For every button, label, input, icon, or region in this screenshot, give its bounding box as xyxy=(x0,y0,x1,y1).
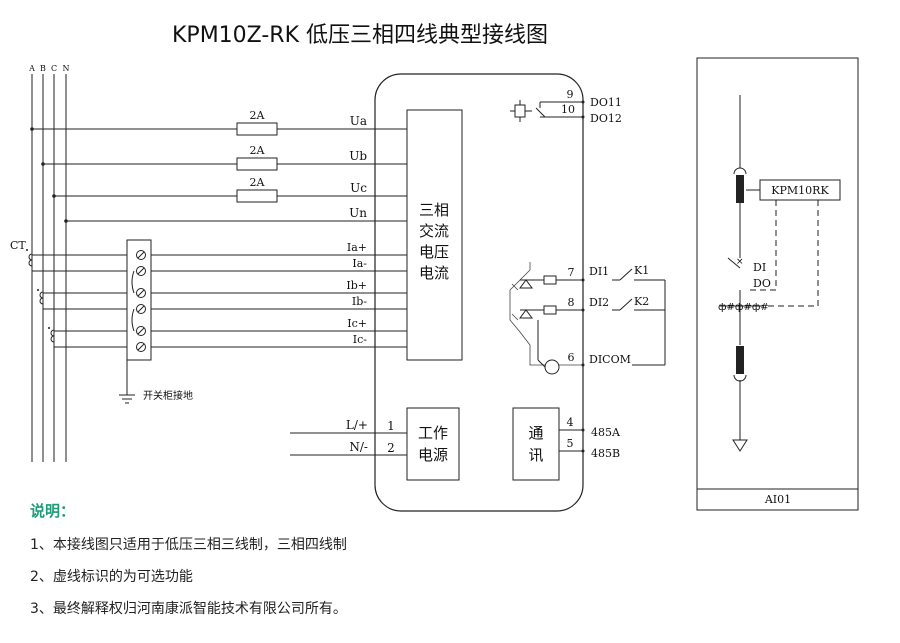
svg-text:ф#ф#ф#: ф#ф#ф# xyxy=(718,302,769,313)
bus-label-b: B xyxy=(40,64,46,73)
bus-label-a: A xyxy=(28,64,35,73)
bus-label-c: C xyxy=(51,64,57,73)
measure-label-1: 三相 xyxy=(419,201,449,219)
terminal-name-ia-minus: Ia- xyxy=(352,257,367,270)
bus-bars: A B C N xyxy=(28,64,70,462)
terminal-num-6: 6 xyxy=(568,351,575,364)
terminal-name-l: L/+ xyxy=(346,418,368,432)
note-item-1: 1、本接线图只适用于低压三相三线制，三相四线制 xyxy=(30,537,347,553)
terminal-name-un: Un xyxy=(349,206,367,220)
terminal-name-do11: DO11 xyxy=(590,96,622,109)
svg-text:×: × xyxy=(736,257,744,267)
terminal-name-ic-minus: Ic- xyxy=(353,333,368,346)
switch-label-k1: K1 xyxy=(634,264,649,277)
power-label-1: 工作 xyxy=(418,424,448,442)
terminal-name-dicom: DICOM xyxy=(589,353,631,366)
fuse-ub xyxy=(236,157,278,171)
terminal-name-do12: DO12 xyxy=(590,112,622,125)
terminal-name-di2: DI2 xyxy=(589,296,609,309)
digital-inputs: 7 8 6 DI1 DI2 DICOM K1 K2 xyxy=(509,262,666,375)
terminal-name-uc: Uc xyxy=(350,181,367,195)
relay-output: 9 10 DO11 DO12 xyxy=(510,88,622,125)
terminal-name-ib-plus: Ib+ xyxy=(346,279,367,292)
side-do-label: DO xyxy=(753,277,771,290)
terminal-num-4: 4 xyxy=(567,416,574,429)
side-panel-footer: AI01 xyxy=(764,493,791,506)
measure-label-3: 电压 xyxy=(419,243,449,261)
note-item-3: 3、最终解释权归河南康派智能技术有限公司所有。 xyxy=(30,601,347,617)
side-device-label: KPM10RK xyxy=(771,184,829,197)
terminal-num-10: 10 xyxy=(561,103,575,116)
comm-label-2: 讯 xyxy=(528,446,543,464)
terminal-num-1: 1 xyxy=(387,419,395,433)
bus-label-n: N xyxy=(63,64,70,73)
side-panel: AI01 × ф#ф#ф# KPM10RK DI DO xyxy=(696,57,859,511)
ct-terminal-block xyxy=(126,239,152,361)
ct-label: CT xyxy=(10,239,26,252)
side-di-label: DI xyxy=(753,261,766,274)
terminal-name-di1: DI1 xyxy=(589,265,609,278)
fuse-label-uc: 2A xyxy=(250,176,266,189)
terminal-name-n: N/- xyxy=(349,440,368,454)
notes-section: 说明： 1、本接线图只适用于低压三相三线制，三相四线制 2、虚线标识的为可选功能… xyxy=(30,500,870,631)
terminal-name-ib-minus: Ib- xyxy=(352,295,367,308)
voltage-wiring: 2A 2A 2A xyxy=(30,109,375,223)
comm-label-1: 通 xyxy=(528,424,543,442)
measurement-box: 三相 交流 电压 电流 xyxy=(375,109,463,361)
diagram-title: KPM10Z-RK 低压三相四线典型接线图 xyxy=(172,23,548,48)
power-label-2: 电源 xyxy=(418,446,448,464)
terminal-name-ia-plus: Ia+ xyxy=(347,241,367,254)
measure-label-2: 交流 xyxy=(419,222,449,240)
power-supply: L/+ 1 N/- 2 工作 电源 xyxy=(290,407,460,481)
communication-module: 通 讯 4 5 485A 485B xyxy=(512,407,621,481)
fuse-label-ub: 2A xyxy=(250,144,266,157)
note-item-2: 2、虚线标识的为可选功能 xyxy=(30,569,193,585)
terminal-name-ub: Ub xyxy=(349,149,367,163)
terminal-num-2: 2 xyxy=(387,441,395,455)
ground-label: 开关柜接地 xyxy=(143,389,193,402)
fuse-ua xyxy=(236,122,278,136)
terminal-name-ua: Ua xyxy=(350,114,367,128)
terminal-num-7: 7 xyxy=(568,266,575,279)
terminal-name-485a: 485A xyxy=(591,426,621,439)
ct-coils: CT xyxy=(10,239,55,343)
current-wiring: 开关柜接地 xyxy=(32,239,375,404)
terminal-num-5: 5 xyxy=(567,437,574,450)
terminal-num-9: 9 xyxy=(567,88,574,101)
fuse-uc xyxy=(236,189,278,203)
terminal-name-485b: 485B xyxy=(591,447,620,460)
notes-title: 说明： xyxy=(30,502,76,520)
fuse-label-ua: 2A xyxy=(250,109,266,122)
measure-label-4: 电流 xyxy=(419,264,449,282)
terminal-num-8: 8 xyxy=(568,296,575,309)
terminal-name-ic-plus: Ic+ xyxy=(347,317,367,330)
switch-label-k2: K2 xyxy=(634,295,649,308)
